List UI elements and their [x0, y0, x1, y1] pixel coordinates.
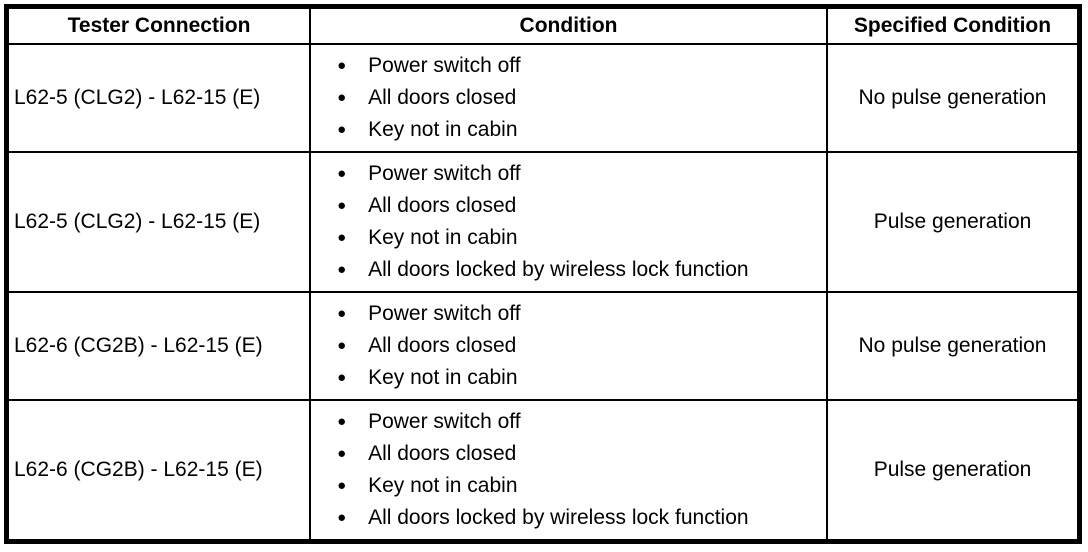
condition-item: ● Key not in cabin — [337, 362, 824, 394]
condition-cell: ● Power switch off ● All doors closed ● Key n… — [309, 151, 829, 293]
condition-text: Power switch off — [368, 54, 521, 77]
condition-item: ● Power switch off — [337, 50, 824, 82]
header-condition: Condition — [309, 5, 829, 45]
specified-condition-cell: No pulse generation — [826, 291, 1081, 401]
condition-text: Power switch off — [368, 162, 521, 185]
header-row: Tester Connection Condition Specified Co… — [5, 5, 1081, 45]
table-body: L62-5 (CLG2) - L62-15 (E) ● Power switch o… — [5, 43, 1081, 543]
tester-connection-cell: L62-5 (CLG2) - L62-15 (E) — [5, 43, 312, 153]
bullet-icon: ● — [337, 261, 347, 278]
condition-list: ● Power switch off ● All doors closed ● Key n… — [312, 406, 824, 534]
bullet-icon: ● — [337, 121, 347, 138]
bullet-icon: ● — [337, 229, 347, 246]
tester-connection-cell: L62-6 (CG2B) - L62-15 (E) — [5, 399, 312, 543]
condition-cell: ● Power switch off ● All doors closed ● Key n… — [309, 291, 829, 401]
condition-text: Power switch off — [368, 410, 521, 433]
diagnostic-table: Tester Connection Condition Specified Co… — [4, 4, 1082, 544]
condition-cell: ● Power switch off ● All doors closed ● Key n… — [309, 43, 829, 153]
condition-list: ● Power switch off ● All doors closed ● Key n… — [312, 50, 824, 146]
condition-item: ● Power switch off — [337, 406, 824, 438]
condition-text: All doors locked by wireless lock functi… — [368, 506, 749, 529]
bullet-icon: ● — [337, 445, 347, 462]
bullet-icon: ● — [337, 413, 347, 430]
condition-text: Key not in cabin — [368, 366, 518, 389]
condition-item: ● All doors closed — [337, 438, 824, 470]
condition-text: Power switch off — [368, 302, 521, 325]
condition-text: All doors closed — [368, 194, 517, 217]
condition-text: Key not in cabin — [368, 118, 518, 141]
condition-item: ● Key not in cabin — [337, 114, 824, 146]
condition-cell: ● Power switch off ● All doors closed ● Key n… — [309, 399, 829, 543]
table-row: L62-6 (CG2B) - L62-15 (E) ● Power switch o… — [5, 291, 1081, 401]
bullet-icon: ● — [337, 509, 347, 526]
header-tester-connection: Tester Connection — [5, 5, 312, 45]
table-row: L62-5 (CLG2) - L62-15 (E) ● Power switch o… — [5, 151, 1081, 293]
condition-text: All doors closed — [368, 334, 517, 357]
condition-item: ● All doors locked by wireless lock funct… — [337, 254, 824, 286]
condition-item: ● Power switch off — [337, 298, 824, 330]
condition-item: ● All doors closed — [337, 330, 824, 362]
bullet-icon: ● — [337, 57, 347, 74]
bullet-icon: ● — [337, 89, 347, 106]
bullet-icon: ● — [337, 165, 347, 182]
bullet-icon: ● — [337, 477, 347, 494]
condition-text: All doors closed — [368, 86, 517, 109]
condition-item: ● Key not in cabin — [337, 470, 824, 502]
table-row: L62-5 (CLG2) - L62-15 (E) ● Power switch o… — [5, 43, 1081, 153]
condition-item: ● Power switch off — [337, 158, 824, 190]
condition-text: All doors locked by wireless lock functi… — [368, 258, 749, 281]
condition-text: All doors closed — [368, 442, 517, 465]
bullet-icon: ● — [337, 305, 347, 322]
condition-list: ● Power switch off ● All doors closed ● Key n… — [312, 298, 824, 394]
condition-item: ● All doors closed — [337, 190, 824, 222]
tester-connection-cell: L62-6 (CG2B) - L62-15 (E) — [5, 291, 312, 401]
condition-item: ● All doors locked by wireless lock funct… — [337, 502, 824, 534]
bullet-icon: ● — [337, 197, 347, 214]
specified-condition-cell: Pulse generation — [826, 399, 1081, 543]
condition-item: ● Key not in cabin — [337, 222, 824, 254]
header-specified-condition: Specified Condition — [826, 5, 1081, 45]
bullet-icon: ● — [337, 337, 347, 354]
condition-item: ● All doors closed — [337, 82, 824, 114]
condition-text: Key not in cabin — [368, 226, 518, 249]
table-row: L62-6 (CG2B) - L62-15 (E) ● Power switch o… — [5, 399, 1081, 543]
condition-text: Key not in cabin — [368, 474, 518, 497]
specified-condition-cell: No pulse generation — [826, 43, 1081, 153]
bullet-icon: ● — [337, 369, 347, 386]
tester-connection-cell: L62-5 (CLG2) - L62-15 (E) — [5, 151, 312, 293]
condition-list: ● Power switch off ● All doors closed ● Key n… — [312, 158, 824, 286]
specified-condition-cell: Pulse generation — [826, 151, 1081, 293]
